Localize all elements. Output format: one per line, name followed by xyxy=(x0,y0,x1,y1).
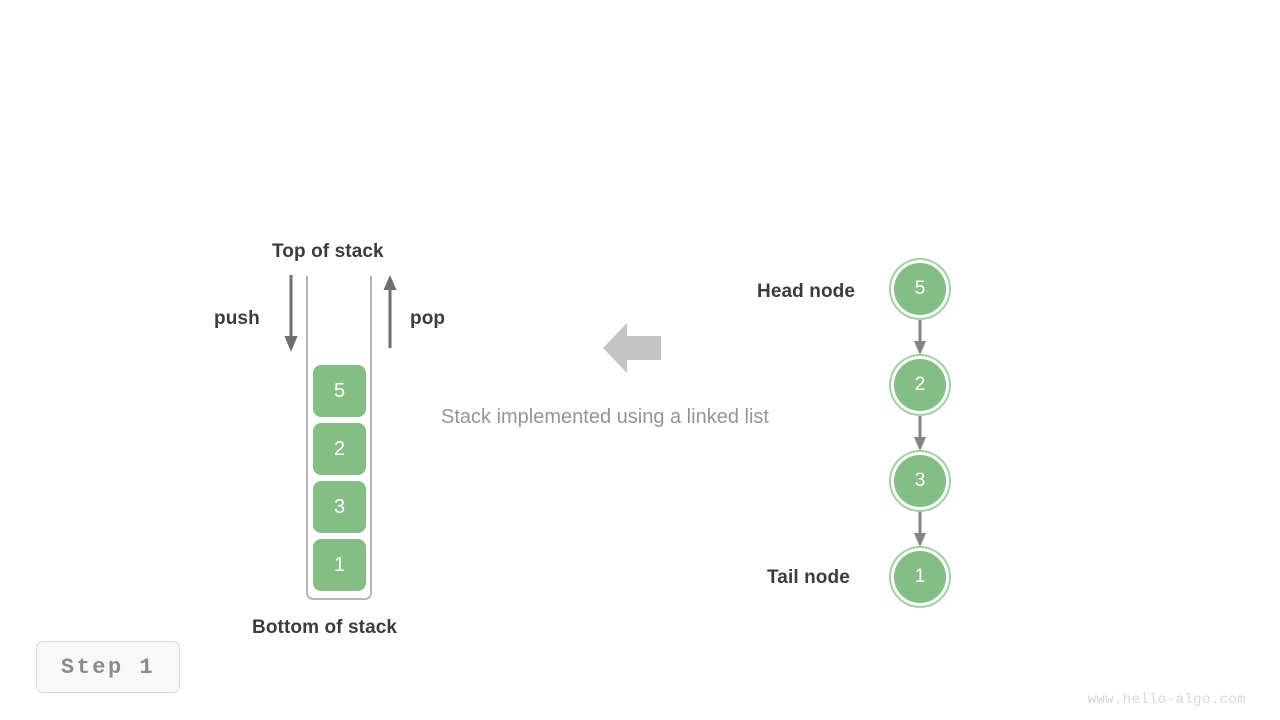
pop-arrow-icon xyxy=(383,275,397,348)
link-arrow-2-to-3-icon xyxy=(914,414,926,451)
pop-label: pop xyxy=(410,308,446,329)
linked-list-node: 3 xyxy=(891,452,949,510)
stack-cell: 5 xyxy=(313,365,366,417)
bottom-of-stack-label: Bottom of stack xyxy=(252,617,398,638)
stack-cell: 2 xyxy=(313,423,366,475)
linked-list-node: 1 xyxy=(891,548,949,606)
link-arrow-5-to-2-icon xyxy=(914,318,926,355)
diagram-caption: Stack implemented using a linked list xyxy=(441,406,769,428)
step-badge: Step 1 xyxy=(36,641,180,693)
linked-list-node: 5 xyxy=(891,260,949,318)
stack-container xyxy=(306,276,372,600)
head-node-label: Head node xyxy=(757,281,856,302)
push-label: push xyxy=(214,308,260,329)
top-of-stack-label: Top of stack xyxy=(272,241,384,262)
left-block-arrow-icon xyxy=(603,323,661,373)
stack-cell: 1 xyxy=(313,539,366,591)
link-arrow-3-to-1-icon xyxy=(914,510,926,547)
tail-node-label: Tail node xyxy=(767,567,850,588)
linked-list-node: 2 xyxy=(891,356,949,414)
stack-cell: 3 xyxy=(313,481,366,533)
push-arrow-icon xyxy=(284,275,298,352)
watermark: www.hello-algo.com xyxy=(1087,692,1246,708)
